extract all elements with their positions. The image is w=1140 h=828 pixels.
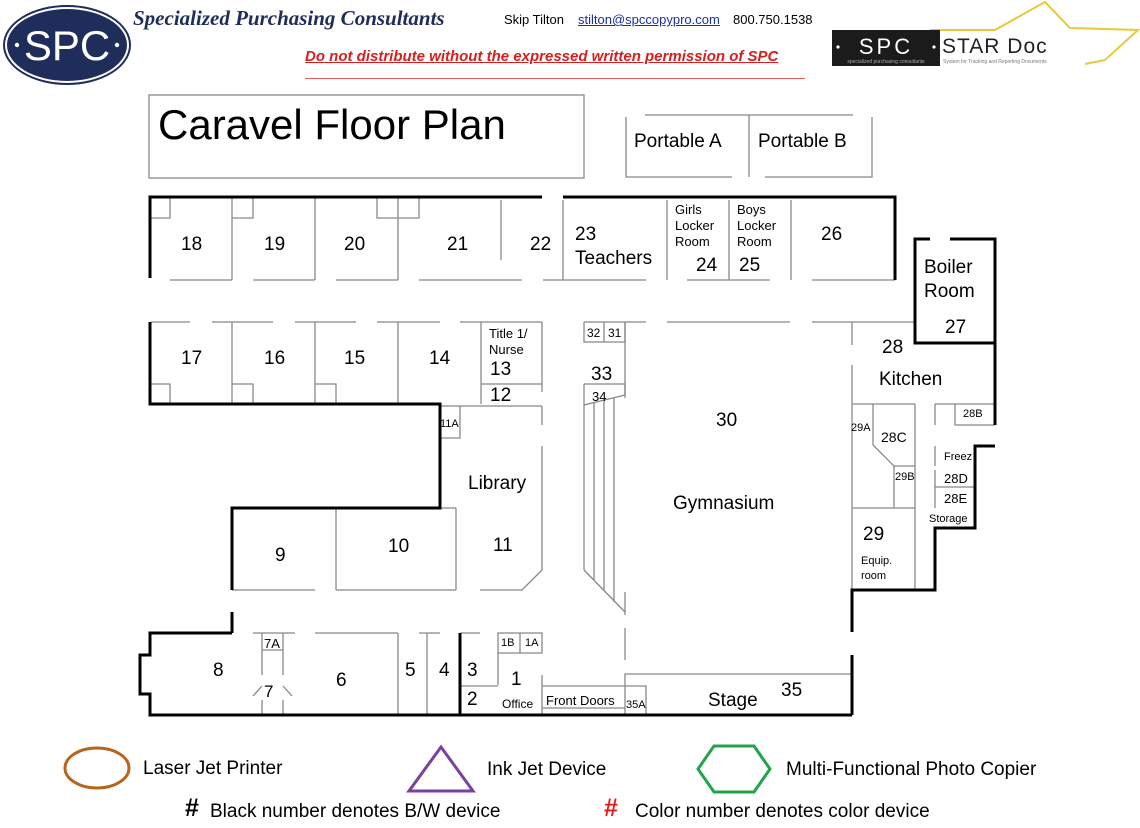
room-2: 2 — [467, 689, 478, 710]
ellipse-icon — [63, 746, 131, 790]
room-library: Library — [468, 473, 527, 494]
room-20: 20 — [344, 234, 366, 255]
front-doors: Front Doors — [546, 693, 615, 708]
room-35: 35 — [781, 680, 803, 701]
room-32: 32 — [587, 326, 601, 340]
boys-line2: Locker — [737, 218, 777, 233]
equip-line1: Equip. — [861, 555, 893, 567]
spc-logo: SPC — [3, 5, 131, 85]
legend-mfp-label: Multi-Functional Photo Copier — [786, 759, 1037, 780]
title1-line1: Title 1/ — [489, 326, 528, 341]
room-25: 25 — [739, 255, 761, 276]
girls-line3: Room — [675, 234, 710, 249]
contact-name: Skip Tilton — [504, 12, 564, 27]
room-1b: 1B — [501, 637, 515, 649]
girls-line2: Locker — [675, 218, 715, 233]
room-5: 5 — [405, 660, 416, 681]
svg-text:System for Tracking and Report: System for Tracking and Reporting Docume… — [943, 59, 1047, 65]
room-23: 23 — [575, 224, 597, 245]
room-17: 17 — [181, 348, 203, 369]
room-4: 4 — [439, 660, 450, 681]
title1-line2: Nurse — [489, 342, 524, 357]
boys-line3: Room — [737, 234, 772, 249]
room-11a: 11A — [440, 418, 459, 430]
star-doc-logo: SPC specialized purchasing consultants S… — [832, 0, 1140, 66]
boiler-line2: Room — [924, 281, 975, 302]
svg-text:SPC: SPC — [859, 34, 913, 59]
room-12: 12 — [490, 385, 512, 406]
svg-text:STAR Doc: STAR Doc — [942, 35, 1048, 58]
bw-symbol: # — [185, 794, 199, 822]
boys-line1: Boys — [737, 202, 766, 217]
room-19: 19 — [264, 234, 286, 255]
room-1a: 1A — [525, 637, 539, 649]
room-16: 16 — [264, 348, 286, 369]
header-rule — [305, 78, 805, 79]
room-33: 33 — [591, 364, 613, 385]
room-13: 13 — [490, 359, 512, 380]
room-teachers: Teachers — [575, 248, 653, 269]
room-freez: Freez — [944, 451, 973, 463]
room-10: 10 — [388, 536, 410, 557]
portable-a: Portable A — [634, 131, 722, 152]
room-14: 14 — [429, 348, 451, 369]
room-storage: Storage — [929, 513, 968, 525]
room-31: 31 — [608, 326, 622, 340]
color-symbol: # — [604, 794, 618, 822]
bw-note: Black number denotes B/W device — [210, 801, 501, 822]
room-15: 15 — [344, 348, 366, 369]
room-29: 29 — [863, 524, 885, 545]
room-kitchen: Kitchen — [879, 369, 943, 390]
room-24: 24 — [696, 255, 718, 276]
room-29b: 29B — [895, 471, 915, 483]
room-28c: 28C — [881, 429, 907, 445]
room-30: 30 — [716, 410, 738, 431]
room-26: 26 — [821, 224, 843, 245]
distribution-warning: Do not distribute without the expressed … — [305, 48, 779, 65]
legend-inkjet-label: Ink Jet Device — [487, 759, 607, 780]
equip-line2: room — [861, 570, 887, 582]
room-7a: 7A — [264, 636, 280, 651]
hexagon-icon — [696, 744, 772, 794]
room-office: Office — [502, 697, 534, 711]
legend-laser-label: Laser Jet Printer — [143, 758, 283, 779]
room-22: 22 — [530, 234, 552, 255]
room-35a: 35A — [626, 699, 646, 711]
triangle-icon — [406, 744, 476, 793]
room-21: 21 — [447, 234, 469, 255]
room-18: 18 — [181, 234, 203, 255]
girls-line1: Girls — [675, 202, 702, 217]
plan-title: Caravel Floor Plan — [158, 101, 506, 148]
room-8: 8 — [213, 660, 224, 681]
room-1: 1 — [511, 669, 522, 690]
room-6: 6 — [336, 670, 347, 691]
contact-email-link[interactable]: stilton@spccopypro.com — [578, 12, 720, 27]
room-28e: 28E — [944, 491, 968, 506]
svg-text:SPC: SPC — [24, 22, 110, 69]
svg-text:specialized purchasing consult: specialized purchasing consultants — [847, 59, 925, 65]
room-3: 3 — [467, 660, 478, 681]
room-28: 28 — [882, 337, 904, 358]
contact-phone: 800.750.1538 — [733, 12, 813, 27]
boiler-line1: Boiler — [924, 257, 973, 278]
room-9: 9 — [275, 545, 286, 566]
room-11: 11 — [493, 535, 513, 556]
room-28b: 28B — [963, 408, 983, 420]
color-note: Color number denotes color device — [635, 801, 930, 822]
room-27: 27 — [945, 317, 967, 338]
portable-b: Portable B — [758, 131, 847, 152]
room-28d: 28D — [944, 471, 968, 486]
room-gymnasium: Gymnasium — [673, 493, 775, 514]
company-name: Specialized Purchasing Consultants — [133, 6, 445, 30]
room-34: 34 — [592, 389, 607, 404]
room-stage: Stage — [708, 690, 758, 711]
room-29a: 29A — [851, 422, 871, 434]
room-7: 7 — [264, 682, 274, 701]
